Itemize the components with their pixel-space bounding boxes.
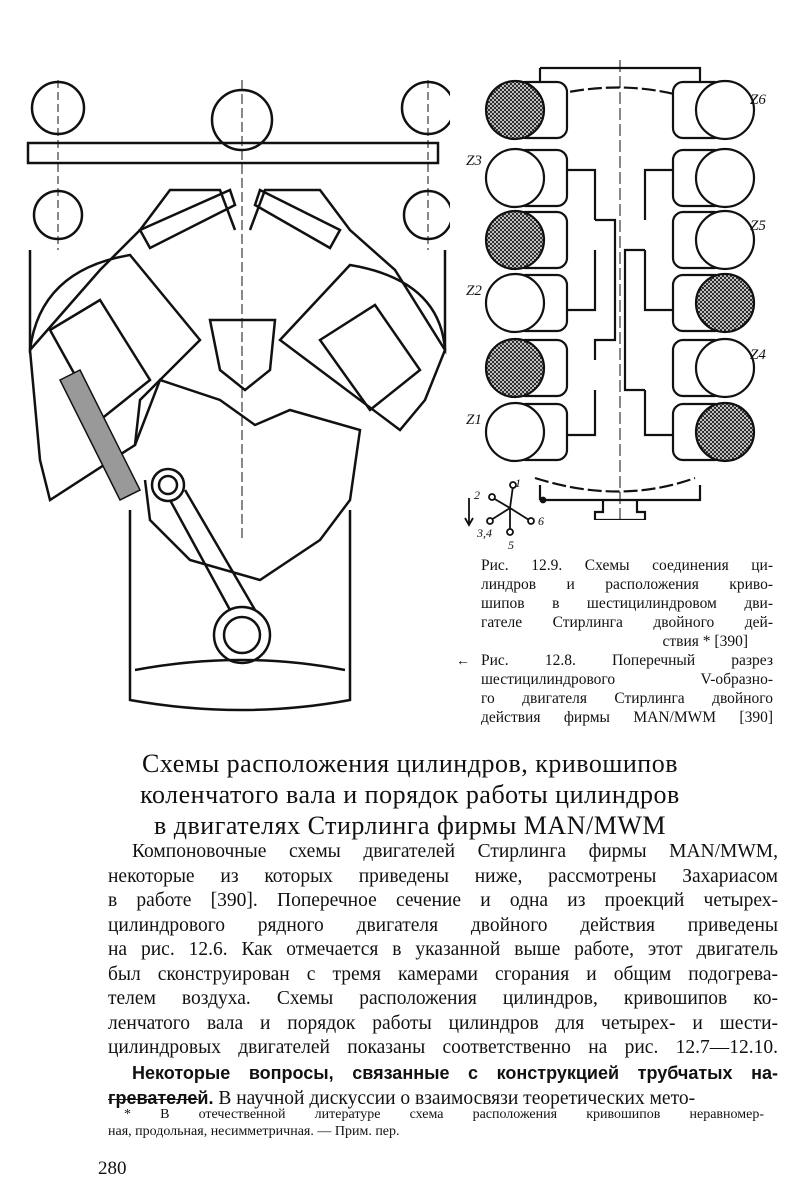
footnote-rule: [108, 1099, 198, 1100]
text-run: В научной дискуссии о взаимосвязи теорет…: [213, 1088, 696, 1109]
cylinder-label-z2: Z2: [466, 283, 482, 299]
caption-line: гателе Стирлинга двойного дей-: [481, 614, 773, 631]
caption-line: ствия * [390]: [662, 633, 748, 650]
caption-line: шипов в шестицилиндровом дви-: [481, 595, 773, 612]
text-line: цилиндровых двигателей показаны соответс…: [108, 1037, 778, 1058]
text-line: в работе [390]. Поперечное сечение и одн…: [108, 890, 778, 911]
hot-cylinder-hatched: [484, 337, 546, 399]
figure-12-9-caption: Рис. 12.9. Схемы соединения ци- линдров …: [481, 556, 773, 651]
section-heading: Схемы расположения цилиндров, кривошипов…: [60, 748, 760, 841]
footnote-line: * В отечественной литературе схема распо…: [124, 1107, 764, 1122]
figure-12-8-caption: Рис. 12.8. Поперечный разрез шестицилинд…: [481, 651, 773, 727]
crank-label-1: 1: [515, 476, 521, 490]
heading-line: в двигателях Стирлинга фирмы MAN/MWM: [154, 811, 666, 840]
caption-line: Рис. 12.9. Схемы соединения ци-: [481, 557, 773, 574]
arrow-left-icon: ←: [456, 654, 470, 669]
text-line: ленчатого вала и порядок работы цилиндро…: [108, 1012, 778, 1034]
caption-line: Рис. 12.8. Поперечный разрез: [481, 652, 773, 669]
crank-label-3-4: 3,4: [477, 526, 492, 540]
page-number: 280: [98, 1158, 127, 1179]
cylinder-head: [694, 337, 756, 399]
text-line: цилиндрового рядного двигателя двойного …: [108, 914, 778, 936]
caption-line: шестицилиндрового V-образно-: [481, 671, 773, 688]
cylinder-label-z6: Z6: [750, 92, 766, 108]
cylinder-head: [484, 147, 546, 209]
crank-arrangement-diagram: [464, 481, 547, 536]
text-line: на рис. 12.6. Как отмечается в указанной…: [108, 939, 778, 960]
cylinder-label-z3: Z3: [466, 153, 482, 169]
bold-run: гревателей.: [108, 1088, 214, 1108]
cylinder-head: [694, 209, 756, 271]
body-paragraph: Компоновочные схемы двигателей Стирлинга…: [108, 840, 778, 1112]
cylinder-label-z1: Z1: [466, 412, 482, 428]
text-line: был сконструирован с тремя камерами сгор…: [108, 963, 778, 985]
caption-line: го двигателя Стирлинга двойного: [481, 690, 773, 707]
footnote: * В отечественной литературе схема распо…: [108, 1106, 764, 1140]
hot-cylinder-hatched: [694, 272, 756, 334]
text-line: некоторые из которых приведены ниже, рас…: [108, 865, 778, 887]
crank-label-5: 5: [508, 538, 514, 552]
crank-label-2: 2: [474, 488, 480, 502]
cylinder-head: [484, 272, 546, 334]
cylinder-connection-scheme: [484, 60, 756, 520]
heading-line: коленчатого вала и порядок работы цилинд…: [140, 780, 680, 809]
bold-run: Некоторые вопросы, связанные с конструкц…: [132, 1062, 778, 1083]
text-line: телем воздуха. Схемы расположения цилинд…: [108, 988, 778, 1009]
crank-label-6: 6: [538, 514, 544, 528]
cylinder-head: [694, 147, 756, 209]
footnote-line: ная, продольная, несимметричная. — Прим.…: [108, 1124, 400, 1139]
cylinder-head: [484, 401, 546, 463]
engine-cross-section-drawing: [26, 80, 450, 712]
hot-cylinder-hatched: [484, 79, 546, 141]
cylinder-label-z5: Z5: [750, 218, 766, 234]
hot-cylinder-hatched: [694, 401, 756, 463]
caption-line: действия фирмы MAN/MWM [390]: [481, 709, 773, 726]
hot-cylinder-hatched: [484, 209, 546, 271]
caption-line: линдров и расположения криво-: [481, 576, 773, 593]
cylinder-head: [694, 79, 756, 141]
cylinder-label-z4: Z4: [750, 347, 766, 363]
text-line: Компоновочные схемы двигателей Стирлинга…: [132, 841, 778, 862]
heading-line: Схемы расположения цилиндров, кривошипов: [142, 749, 678, 778]
